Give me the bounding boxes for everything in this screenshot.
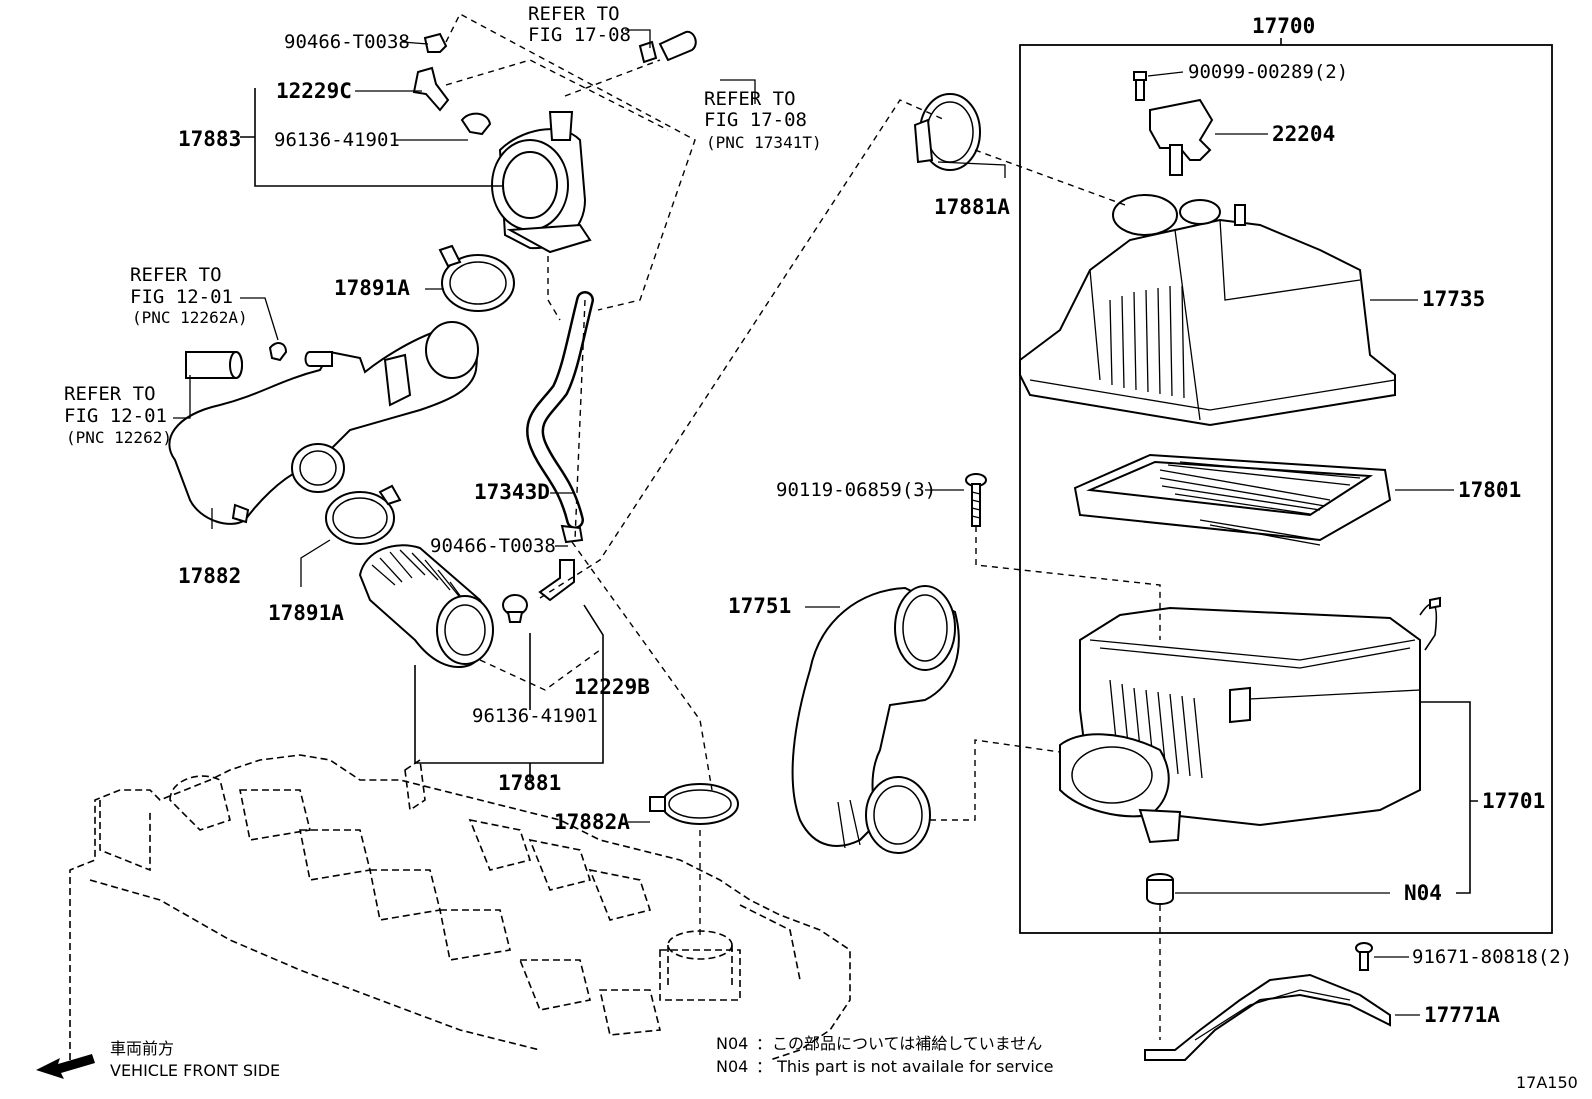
label-90099: 90099-00289(2) (1188, 61, 1348, 83)
ref-12-01-a-line3: (PNC 12262A) (132, 308, 248, 327)
label-n04: N04 (1404, 881, 1442, 905)
label-17882a: 17882A (554, 810, 630, 834)
clamp-17891a-bottom (325, 484, 402, 545)
label-17883: 17883 (178, 127, 241, 151)
band-17882a (649, 783, 739, 825)
assembly-dashed-lines (445, 13, 1161, 1040)
clip-12262a (268, 342, 288, 362)
assembly-box-17700 (1019, 44, 1553, 934)
direction-en: VEHICLE FRONT SIDE (110, 1061, 280, 1080)
engine-outline (69, 754, 851, 1061)
clamp-90466-top (423, 32, 448, 53)
clamp-96136-bottom (502, 594, 528, 623)
label-17343d: 17343D (474, 480, 550, 504)
corrugated-hose-17881 (358, 544, 494, 668)
hose-17343d (526, 291, 594, 529)
air-cleaner-case-17701 (1059, 596, 1441, 844)
ref-12-01-b-line1: REFER TO (64, 383, 156, 405)
direction-jp: 車両前方 (110, 1039, 174, 1058)
clamp-96136-top (460, 112, 492, 136)
label-90119: 90119-06859(3) (776, 479, 936, 501)
note-en-text: ： This part is not availale for service (756, 1057, 1053, 1076)
air-cleaner-cover-17735 (1019, 194, 1396, 427)
bracket-17883 (240, 88, 502, 187)
note-en-code: N04 (716, 1057, 748, 1076)
labels: 90466-T0038 12229C 17883 96136-41901 178… (64, 3, 1572, 1027)
leader-lines (173, 29, 1454, 1016)
bolt-91671 (1355, 942, 1373, 971)
label-17751: 17751 (728, 594, 791, 618)
label-17881a: 17881A (934, 195, 1010, 219)
clamp-90466-mid (560, 524, 584, 544)
note-jp-text: ：この部品については補給していません (756, 1034, 1042, 1053)
label-17801: 17801 (1458, 478, 1521, 502)
label-17701: 17701 (1482, 789, 1545, 813)
vehicle-front-indicator: 車両前方 VEHICLE FRONT SIDE (36, 1039, 280, 1080)
pipe-stub-12262 (185, 351, 243, 379)
label-17891a-top: 17891A (334, 276, 410, 300)
front-arrow-icon (36, 1054, 95, 1079)
label-22204: 22204 (1272, 122, 1335, 146)
label-90466-mid: 90466-T0038 (430, 535, 556, 557)
bolt-90099 (1133, 71, 1147, 101)
ref-17-08-b-line2: FIG 17-08 (704, 109, 807, 131)
bracket-17881 (414, 604, 604, 782)
band-17881a (913, 93, 981, 171)
label-90466-top: 90466-T0038 (284, 31, 410, 53)
clamp-17891a-top (438, 244, 515, 312)
bolt-90119 (965, 473, 987, 527)
ref-17-08-b-line3: (PNC 17341T) (706, 133, 822, 152)
ref-12-01-a-line1: REFER TO (130, 264, 222, 286)
service-notes: N04 ：この部品については補給していません N04 ： This part i… (716, 1034, 1053, 1076)
bracket-17701 (1420, 701, 1478, 894)
intake-connector-17883 (491, 111, 592, 254)
label-96136-top: 96136-41901 (274, 129, 400, 151)
ref-12-01-b-line2: FIG 12-01 (64, 405, 167, 427)
sensor-22204 (1149, 98, 1214, 176)
label-91671: 91671-80818(2) (1412, 946, 1572, 968)
ref-17-08-a-line1: REFER TO (528, 3, 620, 25)
air-duct-17882 (168, 321, 479, 525)
ref-12-01-a-line2: FIG 12-01 (130, 286, 233, 308)
ref-17-08-a-line2: FIG 17-08 (528, 24, 631, 46)
air-duct-17751 (791, 585, 960, 854)
label-17700: 17700 (1252, 14, 1315, 38)
air-filter-17801 (1073, 453, 1392, 546)
label-17891a-bottom: 17891A (268, 601, 344, 625)
label-96136-bottom: 96136-41901 (472, 705, 598, 727)
connector-12229c (412, 66, 450, 112)
label-17882: 17882 (178, 564, 241, 588)
ref-hose-17341t (638, 30, 697, 64)
label-12229b: 12229B (574, 675, 650, 699)
connector-12229b (538, 559, 575, 602)
bracket-17771a (1144, 973, 1391, 1061)
ref-17-08-b-line1: REFER TO (704, 88, 796, 110)
label-17881: 17881 (498, 771, 561, 795)
label-12229c: 12229C (276, 79, 352, 103)
grommet-n04 (1146, 873, 1174, 905)
label-17735: 17735 (1422, 287, 1485, 311)
note-jp-code: N04 (716, 1034, 748, 1053)
label-17771a: 17771A (1424, 1003, 1500, 1027)
figure-id: 17A150 (1516, 1073, 1578, 1092)
ref-12-01-b-line3: (PNC 12262) (66, 428, 172, 447)
